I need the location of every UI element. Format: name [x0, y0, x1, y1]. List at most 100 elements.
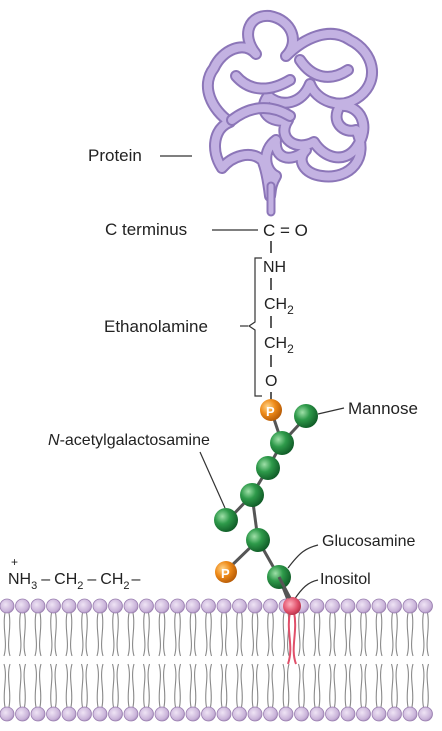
lipid-tail: [142, 663, 151, 708]
lipid-tail: [34, 663, 42, 708]
lipid-tail: [390, 612, 399, 657]
lipid-head: [294, 706, 309, 722]
sugar-2: [270, 431, 294, 455]
nh-label: NH: [263, 259, 286, 276]
lipid-head: [108, 598, 123, 614]
lower-lipid-heads: [0, 706, 433, 722]
lipid-tail: [49, 612, 58, 657]
lipid-head: [30, 598, 46, 614]
lipid-head: [201, 706, 216, 722]
lipid-tail: [127, 612, 135, 657]
upper-lipid-tails: [3, 612, 430, 657]
lipid-tail: [282, 663, 290, 708]
inositol-lipid-tail: [287, 611, 297, 665]
glucosamine-leader: [287, 544, 319, 569]
lipid-head: [201, 598, 216, 614]
inositol-head: [283, 597, 301, 615]
lipid-tail: [142, 612, 151, 657]
lipid-tail: [251, 663, 259, 708]
lipid-tail: [49, 663, 58, 708]
lipid-head: [139, 598, 154, 614]
lipid-head: [232, 706, 247, 722]
n-acetylgalactosamine-sugar: [214, 508, 238, 532]
lipid-tail: [344, 612, 352, 657]
lipid-head: [185, 706, 201, 722]
lipid-head: [387, 706, 402, 722]
lipid-tail: [421, 612, 430, 657]
lipid-head: [170, 598, 185, 614]
lipid-head: [154, 706, 170, 722]
lipid-tail: [96, 612, 104, 657]
lipid-tail: [189, 612, 197, 657]
lipid-tail: [80, 612, 89, 657]
lipid-tail: [220, 663, 228, 708]
lipid-head: [154, 598, 170, 614]
mannose-label: Mannose: [348, 399, 418, 418]
lipid-tail: [421, 663, 430, 708]
phosphate-lower-label: P: [221, 566, 230, 581]
protein-label: Protein: [88, 146, 142, 165]
carbonyl-label: C = O: [263, 221, 308, 240]
lipid-head: [77, 706, 92, 722]
lipid-tail: [297, 612, 306, 657]
lipid-head: [418, 706, 433, 722]
lipid-head: [216, 598, 232, 614]
ethanolamine-label: Ethanolamine: [104, 317, 208, 336]
lipid-tail: [297, 663, 306, 708]
lipid-head: [123, 598, 139, 614]
n-acetylgalactosamine-leader: [199, 451, 226, 509]
ch2-b-label: CH2: [264, 335, 294, 356]
lipid-tail: [111, 612, 120, 657]
lipid-tail: [111, 663, 120, 708]
lipid-tail: [359, 663, 368, 708]
lipid-head: [46, 706, 61, 722]
lipid-head: [216, 706, 232, 722]
lipid-tail: [266, 612, 275, 657]
lipid-head: [247, 706, 263, 722]
lipid-head: [92, 706, 108, 722]
lipid-tail: [328, 663, 337, 708]
phosphate-top-label: P: [266, 404, 275, 419]
lipid-tail: [127, 663, 135, 708]
amine-charge: +: [11, 555, 18, 569]
lipid-head: [402, 598, 418, 614]
lipid-tail: [204, 663, 213, 708]
sugar-6: [246, 528, 270, 552]
lipid-tail: [189, 663, 197, 708]
lipid-tail: [235, 612, 244, 657]
lipid-head: [371, 598, 387, 614]
n-acetylgalactosamine-label: N-acetylgalactosamine: [48, 432, 210, 449]
lipid-head: [263, 598, 278, 614]
lipid-head: [46, 598, 61, 614]
lipid-tail: [158, 663, 166, 708]
lipid-tail: [251, 612, 259, 657]
mannose-sugar: [294, 404, 318, 428]
lipid-tail: [34, 612, 42, 657]
ethanolamine-bracket: [247, 257, 262, 397]
lipid-head: [232, 598, 247, 614]
lipid-tail: [204, 612, 213, 657]
lipid-head: [30, 706, 46, 722]
lipid-head: [77, 598, 92, 614]
lipid-head: [0, 706, 15, 722]
lipid-head: [92, 598, 108, 614]
lipid-head: [247, 598, 263, 614]
lipid-head: [309, 706, 325, 722]
lipid-tail: [96, 663, 104, 708]
lipid-tail: [173, 612, 182, 657]
lipid-head: [61, 706, 77, 722]
glucosamine-label: Glucosamine: [322, 533, 415, 550]
phosphate-lower: [215, 561, 237, 583]
amine-chain-label: NH3–CH2–CH2–: [8, 571, 141, 592]
lipid-tail: [80, 663, 89, 708]
lipid-tail: [158, 612, 166, 657]
protein-coil: [201, 9, 379, 217]
lipid-tail: [65, 612, 73, 657]
mannose-leader: [317, 407, 345, 415]
lipid-head: [108, 706, 123, 722]
upper-lipid-heads: [0, 598, 433, 614]
sugar-4: [240, 483, 264, 507]
lipid-head: [263, 706, 278, 722]
lipid-head: [387, 598, 402, 614]
